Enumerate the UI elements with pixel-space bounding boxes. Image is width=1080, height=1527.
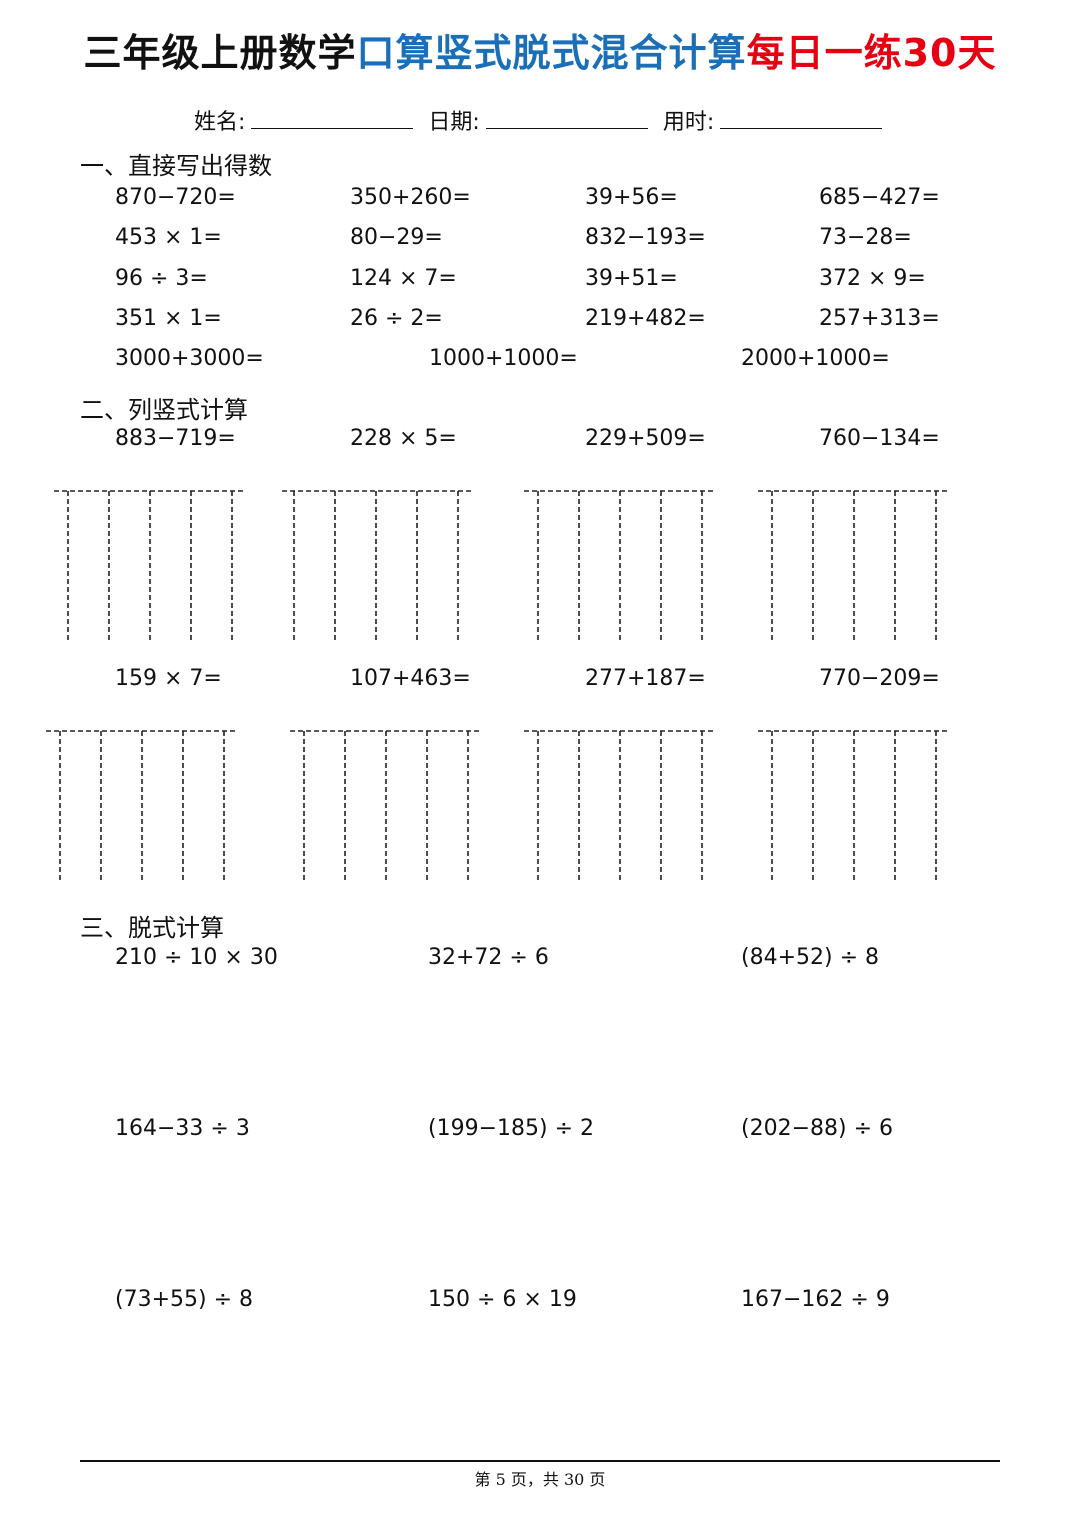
time-blank[interactable] xyxy=(720,110,883,129)
oral-problem: 870−720= xyxy=(115,185,236,210)
oral-problem: 39+51= xyxy=(585,266,678,291)
oral-problem: 351 × 1= xyxy=(115,306,222,331)
oral-problem: 832−193= xyxy=(585,225,706,250)
name-label: 姓名: xyxy=(194,110,246,135)
vertical-problem: 883−719= xyxy=(115,426,236,451)
oral-problem: 26 ÷ 2= xyxy=(350,306,443,331)
vertical-problem: 770−209= xyxy=(819,666,940,691)
answer-grid xyxy=(524,490,714,643)
vertical-problem: 277+187= xyxy=(585,666,706,691)
stepwise-problem: (73+55) ÷ 8 xyxy=(115,1287,254,1312)
vertical-problem: 107+463= xyxy=(350,666,471,691)
footer-divider xyxy=(80,1460,1000,1462)
date-label: 日期: xyxy=(428,110,480,135)
stepwise-problem: 167−162 ÷ 9 xyxy=(741,1287,890,1312)
page-number: 第 5 页，共 30 页 xyxy=(474,1470,606,1489)
stepwise-problem: 150 ÷ 6 × 19 xyxy=(428,1287,577,1312)
answer-grid xyxy=(46,730,236,883)
stepwise-problem: 32+72 ÷ 6 xyxy=(428,945,549,970)
stepwise-problem: (202−88) ÷ 6 xyxy=(741,1116,894,1141)
answer-grid xyxy=(758,490,948,643)
answer-grid xyxy=(54,490,244,643)
oral-problem: 453 × 1= xyxy=(115,225,222,250)
section2-heading: 二、列竖式计算 xyxy=(80,396,248,424)
oral-problem: 372 × 9= xyxy=(819,266,926,291)
oral-problem: 1000+1000= xyxy=(429,346,578,371)
section1-heading: 一、直接写出得数 xyxy=(80,152,272,180)
vertical-problem: 159 × 7= xyxy=(115,666,222,691)
oral-problem: 2000+1000= xyxy=(741,346,890,371)
oral-problem: 39+56= xyxy=(585,185,678,210)
date-blank[interactable] xyxy=(485,110,648,129)
student-info-line: 姓名: 日期: 用时: xyxy=(194,104,890,136)
oral-problem: 80−29= xyxy=(350,225,443,250)
stepwise-problem: (84+52) ÷ 8 xyxy=(741,945,880,970)
oral-problem: 124 × 7= xyxy=(350,266,457,291)
time-label: 用时: xyxy=(662,110,715,135)
oral-problem: 3000+3000= xyxy=(115,346,264,371)
vertical-problem: 228 × 5= xyxy=(350,426,457,451)
vertical-problem: 760−134= xyxy=(819,426,940,451)
name-blank[interactable] xyxy=(251,110,414,129)
stepwise-problem: (199−185) ÷ 2 xyxy=(428,1116,594,1141)
oral-problem: 685−427= xyxy=(819,185,940,210)
title-part-grade: 三年级上册数学 xyxy=(83,31,357,75)
oral-problem: 350+260= xyxy=(350,185,471,210)
oral-problem: 257+313= xyxy=(819,306,940,331)
title-part-topic: 口算竖式脱式混合计算 xyxy=(356,31,747,75)
stepwise-problem: 210 ÷ 10 × 30 xyxy=(115,945,278,970)
section3-heading: 三、脱式计算 xyxy=(80,914,224,942)
oral-problem: 96 ÷ 3= xyxy=(115,266,208,291)
oral-problem: 219+482= xyxy=(585,306,706,331)
answer-grid xyxy=(290,730,480,883)
stepwise-problem: 164−33 ÷ 3 xyxy=(115,1116,250,1141)
answer-grid xyxy=(758,730,948,883)
oral-problem: 73−28= xyxy=(819,225,912,250)
page-title: 三年级上册数学口算竖式脱式混合计算每日一练30天 xyxy=(0,22,1080,77)
title-part-daily: 每日一练30天 xyxy=(746,31,997,75)
answer-grid xyxy=(282,490,472,643)
answer-grid xyxy=(524,730,714,883)
vertical-problem: 229+509= xyxy=(585,426,706,451)
